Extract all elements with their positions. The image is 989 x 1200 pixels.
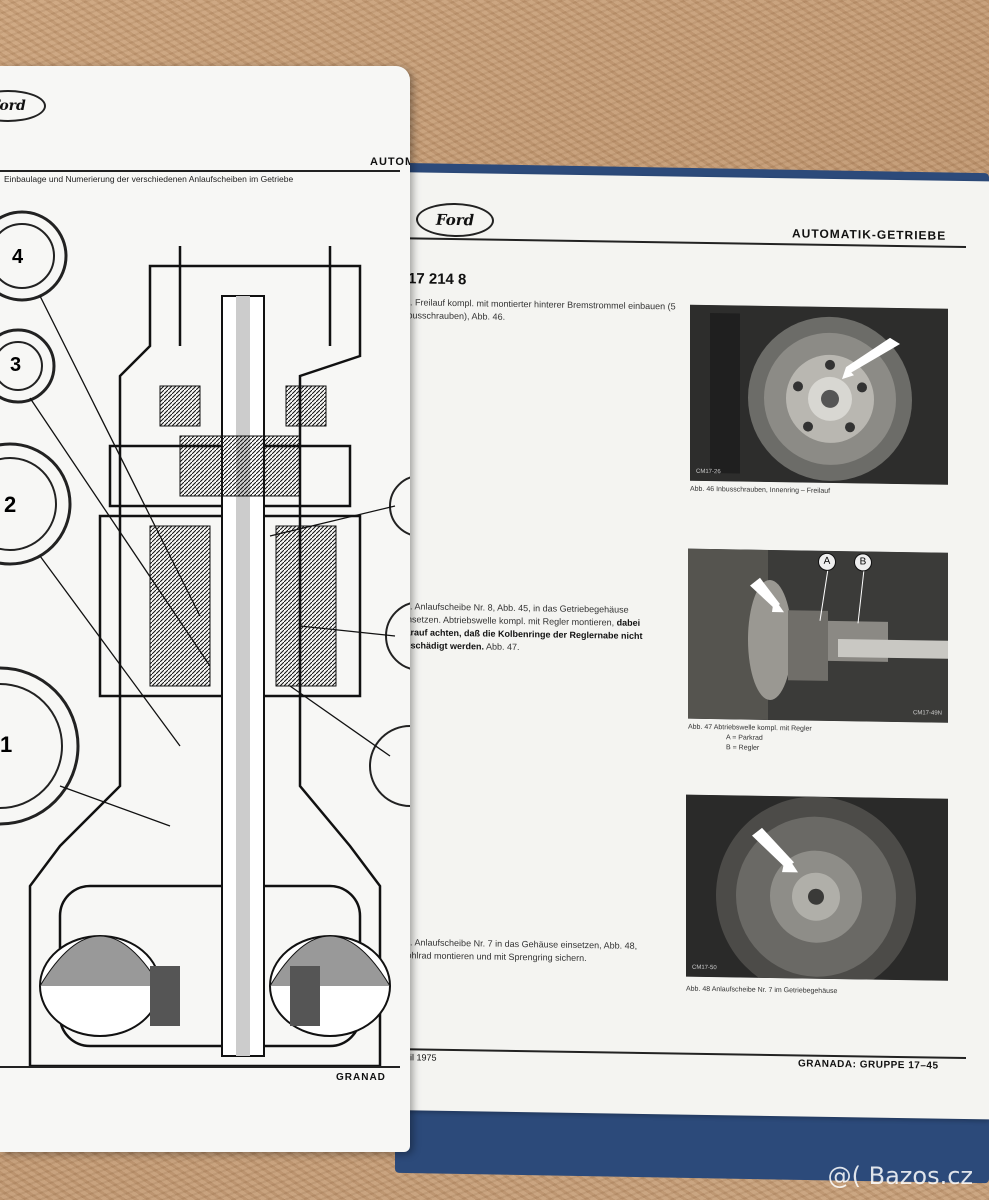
step-text: Anlaufscheibe Nr. 8, Abb. 45, in das Get… — [400, 601, 629, 628]
watermark-text: Bazos.cz — [868, 1162, 973, 1190]
washer-right-partials — [369, 476, 410, 807]
washer-1 — [0, 666, 80, 826]
figure-48-code: CM17-50 — [692, 964, 717, 972]
figure-46-caption: Abb. 46 Inbusschrauben, Innenring – Frei… — [690, 485, 831, 495]
left-footer-rule — [0, 1066, 400, 1068]
page-header: AUTOMATIK-GETRIEBE — [792, 226, 947, 243]
figure-47-drawing — [688, 548, 948, 723]
step-text: Freilauf kompl. mit montierter hinterer … — [400, 297, 676, 322]
figure-47-caption: Abb. 47 Abtriebswelle kompl. mit Regler … — [688, 723, 948, 757]
main-shaft — [221, 295, 265, 1057]
step-text-end: Abb. 47. — [484, 641, 520, 653]
transmission-cutaway-diagram — [0, 210, 410, 1068]
step-text: Anlaufscheibe Nr. 7 in das Gehäuse einse… — [400, 937, 638, 964]
washer-number-1: 1 — [0, 732, 13, 757]
ford-logo-left: Ford — [0, 90, 46, 122]
leader-lines — [29, 295, 396, 827]
label-a: A — [818, 552, 836, 572]
left-footer: GRANAD — [336, 1072, 386, 1083]
step-38: 38. Anlaufscheibe Nr. 7 in das Gehäuse e… — [400, 936, 670, 966]
figure-47-code: CM17-49N — [912, 710, 942, 717]
step-37: 37. Anlaufscheibe Nr. 8, Abb. 45, in das… — [400, 600, 650, 656]
footer-group: GRANADA: GRUPPE 17–45 — [798, 1058, 939, 1072]
figure-46-drawing — [690, 304, 948, 485]
washer-number-3: 3 — [10, 354, 22, 376]
figure-48-caption: Abb. 48 Anlaufscheibe Nr. 7 im Getriebeg… — [686, 985, 838, 996]
left-header-rule — [0, 170, 400, 172]
label-b: B — [854, 553, 872, 572]
bazos-watermark: @( Bazos.cz — [828, 1162, 973, 1190]
step-36: 36. Freilauf kompl. mit montierter hinte… — [400, 296, 680, 326]
section-number: 17 214 8 — [408, 270, 467, 289]
washer-3 — [0, 328, 56, 404]
left-page: Ford AUTOMATI Einbaulage und Numerierung… — [0, 66, 410, 1152]
diagram-caption: Einbaulage und Numerierung der verschied… — [4, 174, 294, 184]
washer-2 — [0, 442, 72, 566]
figure-48-drawing — [686, 794, 948, 981]
watermark-at-icon: @( — [827, 1162, 861, 1190]
left-header: AUTOMATI — [370, 156, 410, 168]
washer-4 — [0, 210, 68, 302]
gear-sets — [149, 385, 337, 687]
figure-46-photo: CM17-26 — [690, 304, 948, 485]
figure-48-photo: CM17-50 — [686, 794, 948, 981]
torque-converter — [39, 935, 391, 1037]
figure-46-code: CM17-26 — [696, 468, 721, 476]
right-page: Ford AUTOMATIK-GETRIEBE 17 214 8 36. Fre… — [390, 172, 989, 1120]
figure-47-photo: A B CM17-49N — [688, 548, 948, 723]
footer-rule — [390, 1048, 966, 1060]
washer-number-2: 2 — [4, 492, 17, 517]
washer-number-4: 4 — [12, 246, 24, 268]
ford-logo: Ford — [416, 202, 494, 238]
